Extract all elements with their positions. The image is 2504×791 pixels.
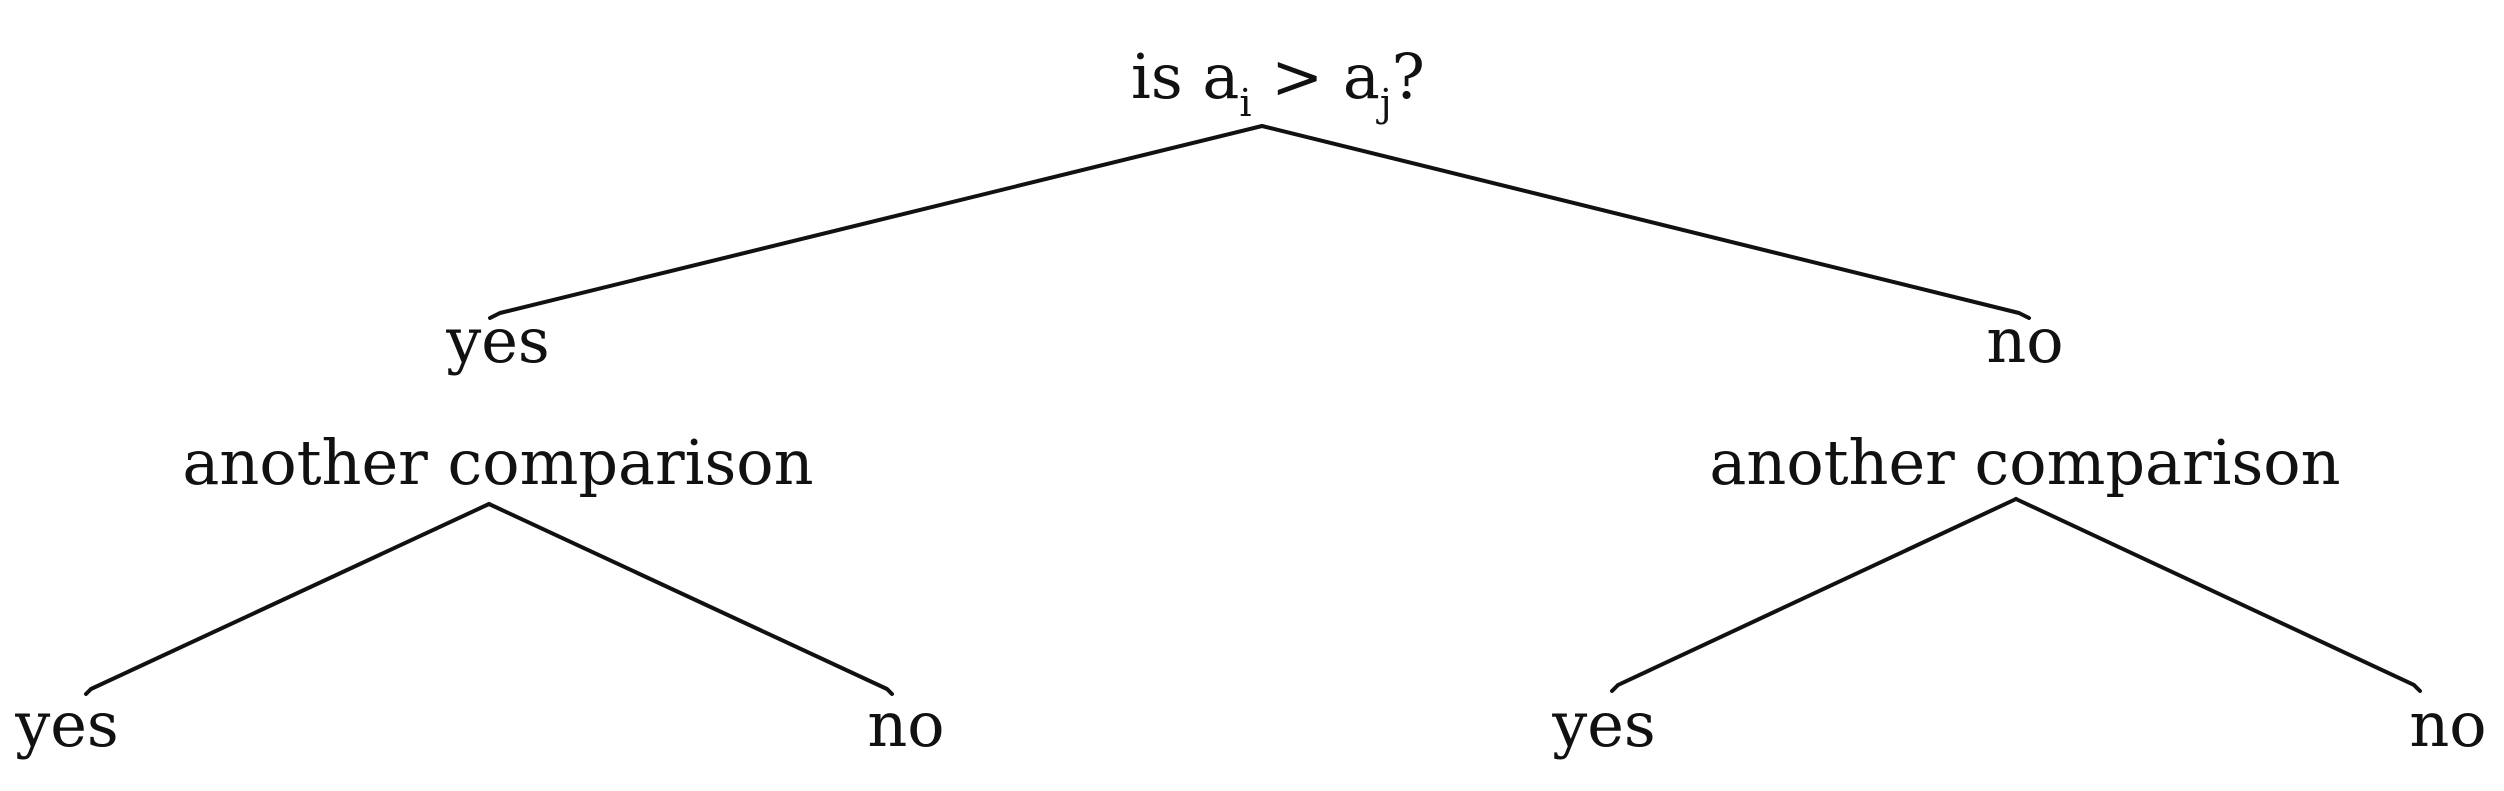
right-leaf-no: no xyxy=(2409,688,2486,761)
root-suffix: ? xyxy=(1392,40,1425,113)
edge-right-to-no xyxy=(2014,497,2422,693)
edge-left-to-no xyxy=(487,502,894,696)
root-subscript-i: i xyxy=(1239,81,1251,125)
edge-root-to-right xyxy=(1260,124,2031,320)
root-prefix: is a xyxy=(1131,40,1239,113)
left-leaf-yes: yes xyxy=(14,688,119,761)
left-followup-label: another comparison xyxy=(182,426,813,499)
edge-right-to-yes xyxy=(1610,497,2018,693)
right-followup-label: another comparison xyxy=(1709,426,2340,499)
root-question: is ai > aj? xyxy=(1131,40,1425,125)
right-leaf-yes: yes xyxy=(1551,688,1656,761)
left-answer-label: yes xyxy=(445,304,550,377)
right-answer-label: no xyxy=(1986,304,2063,377)
root-operator: > a xyxy=(1251,40,1379,113)
root-subscript-j: j xyxy=(1376,81,1392,125)
left-leaf-no: no xyxy=(867,688,944,761)
edge-root-to-left xyxy=(488,124,1264,320)
edge-left-to-yes xyxy=(84,502,491,696)
